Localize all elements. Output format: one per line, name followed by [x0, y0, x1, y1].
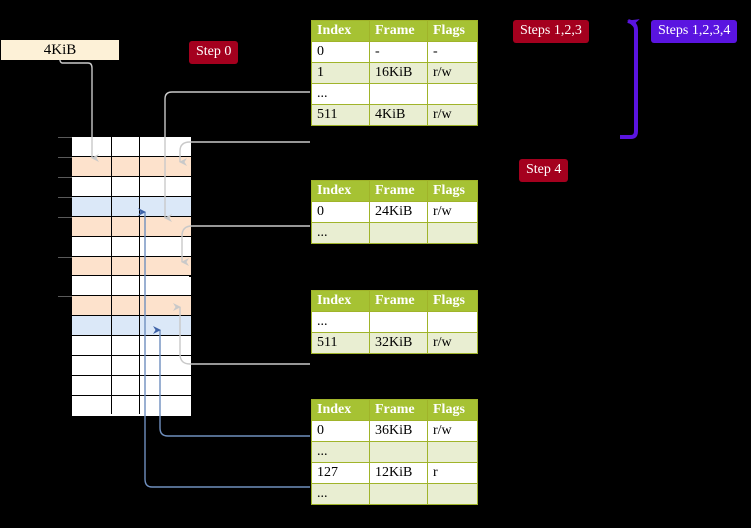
memory-frame-row [72, 336, 191, 357]
column-header-index: Index [311, 290, 370, 312]
cell-flags [427, 222, 478, 244]
column-header-index: Index [311, 399, 370, 421]
cell-flags: r/w [427, 420, 478, 442]
cell-frame: 16KiB [369, 62, 428, 84]
cell-flags: r/w [427, 62, 478, 84]
column-header-frame: Frame [369, 399, 428, 421]
badge-step-0: Step 0 [189, 41, 239, 64]
cell-index: 511 [311, 332, 370, 354]
table-row: ... [311, 441, 478, 463]
memory-tick-mark [58, 216, 72, 218]
memory-frame-row [72, 296, 191, 317]
memory-column-divider-0 [111, 137, 112, 414]
column-header-frame: Frame [369, 290, 428, 312]
memory-tick-mark [58, 256, 72, 258]
cell-flags: r/w [427, 201, 478, 223]
column-header-index: Index [311, 20, 370, 42]
memory-frame-row [72, 137, 191, 157]
table-row: ... [311, 483, 478, 505]
cell-frame: 4KiB [369, 104, 428, 126]
column-header-flags: Flags [427, 180, 478, 202]
cell-flags: r [427, 462, 478, 484]
cell-flags: r/w [427, 332, 478, 354]
table-row: ... [311, 311, 478, 333]
cell-index: ... [311, 441, 370, 463]
cell-index: 1 [311, 62, 370, 84]
cell-index: 0 [311, 201, 370, 223]
column-header-index: Index [311, 180, 370, 202]
memory-frame-row [72, 196, 191, 217]
memory-tick-mark [58, 137, 72, 138]
cell-flags: r/w [427, 104, 478, 126]
column-header-flags: Flags [427, 399, 478, 421]
memory-frame-row [72, 356, 191, 377]
memory-frame-row [72, 396, 191, 416]
cell-flags: - [427, 41, 478, 63]
cell-frame: 12KiB [369, 462, 428, 484]
wire-steps-bracket [620, 19, 640, 139]
cell-frame: 24KiB [369, 201, 428, 223]
cell-index: ... [311, 83, 370, 105]
cell-frame: 32KiB [369, 332, 428, 354]
cell-index: 0 [311, 420, 370, 442]
cell-frame [369, 222, 428, 244]
cell-flags [427, 311, 478, 333]
cell-frame [369, 441, 428, 463]
badge-steps-1-2-3: Steps 1,2,3 [513, 20, 589, 43]
table-row: ... [311, 222, 478, 244]
memory-tick-mark [58, 176, 72, 178]
cell-index: ... [311, 311, 370, 333]
cell-index: 511 [311, 104, 370, 126]
column-header-flags: Flags [427, 290, 478, 312]
memory-frame-row [72, 156, 191, 177]
cell-index: ... [311, 222, 370, 244]
cell-flags [427, 83, 478, 105]
badge-steps-1-2-3-4: Steps 1,2,3,4 [651, 20, 738, 43]
column-header-frame: Frame [369, 20, 428, 42]
cell-flags [427, 441, 478, 463]
frame-size-label: 4KiB [43, 41, 77, 58]
wire-pdp-24kib [181, 225, 310, 256]
cell-frame [369, 311, 428, 333]
cell-frame: 36KiB [369, 420, 428, 442]
memory-frame-row [72, 236, 191, 257]
memory-tick-mark [58, 296, 72, 298]
column-header-flags: Flags [427, 20, 478, 42]
wire-pd-32kib [179, 320, 310, 365]
memory-frame-row [72, 256, 191, 277]
cell-flags [427, 483, 478, 505]
memory-column-divider-1 [139, 137, 140, 414]
memory-frame-row [72, 176, 191, 197]
table-row: 0-- [311, 41, 478, 63]
memory-frame-row [72, 376, 191, 397]
cell-index: 0 [311, 41, 370, 63]
memory-tick-mark [58, 196, 72, 198]
cell-frame [369, 83, 428, 105]
memory-frame-row [72, 316, 191, 337]
table-row: ... [311, 83, 478, 105]
column-header-frame: Frame [369, 180, 428, 202]
cell-frame [369, 483, 428, 505]
cell-index: 127 [311, 462, 370, 484]
physical-memory-column [58, 136, 191, 416]
cell-index: ... [311, 483, 370, 505]
memory-tick-mark [58, 156, 72, 158]
badge-step-4: Step 4 [519, 159, 569, 182]
memory-frame-row [72, 216, 191, 237]
frame-size-box: 4KiB [0, 39, 120, 61]
cell-frame: - [369, 41, 428, 63]
memory-frame-row [72, 276, 191, 297]
wire-pml4-4kib [179, 141, 310, 155]
